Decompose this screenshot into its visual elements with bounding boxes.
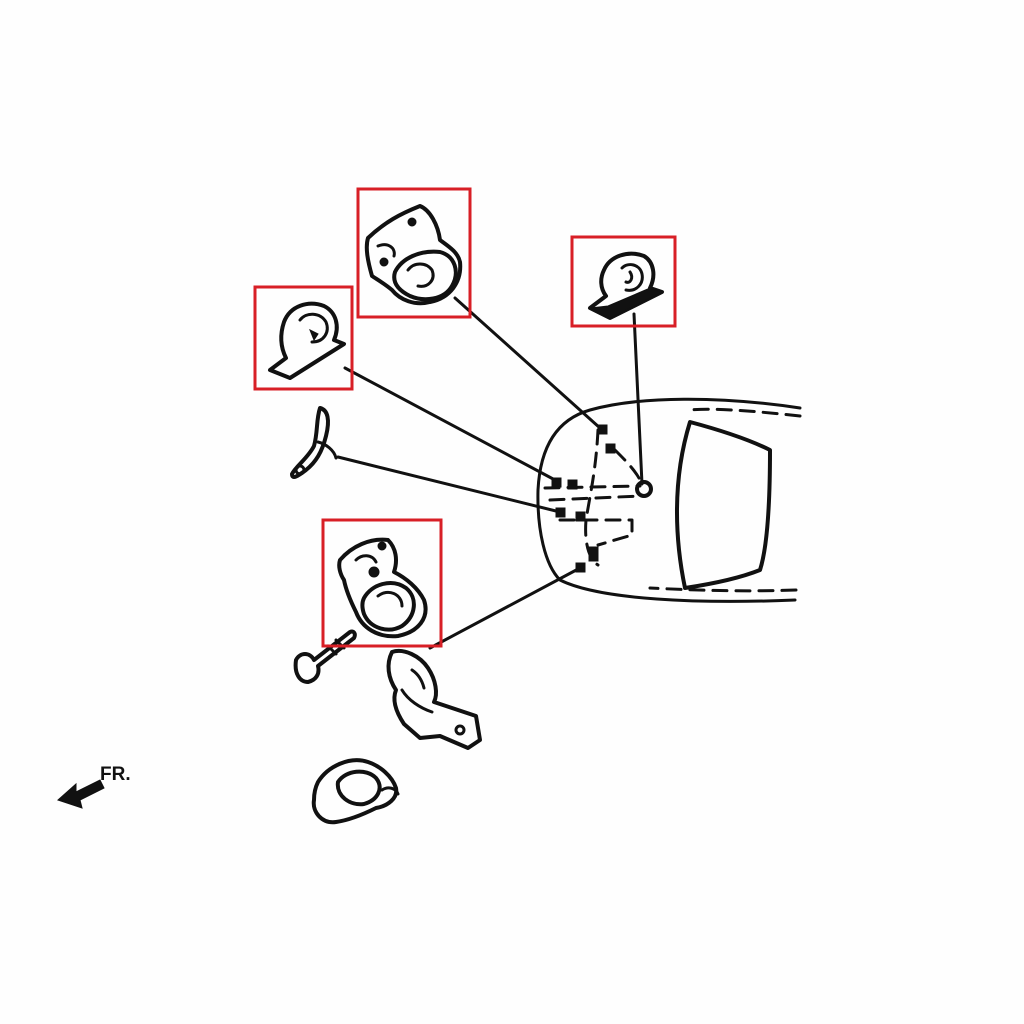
right-side-mount (588, 251, 664, 320)
leader-lines (336, 296, 644, 650)
left-side-mount (268, 301, 346, 380)
mount-point-left (551, 477, 562, 488)
front-direction-indicator: FR. (57, 764, 131, 809)
upper-engine-mount (364, 204, 463, 306)
mount-point-left-2 (567, 479, 578, 490)
rear-mount (311, 758, 400, 825)
engine-bay-outline (536, 397, 802, 603)
front-direction-label: FR. (100, 764, 131, 785)
lower-transmission-mount (337, 537, 428, 639)
lower-bracket (386, 649, 482, 750)
front-arrow-icon (57, 779, 105, 809)
mount-point-upper (597, 424, 608, 435)
highlight-lower-transmission-mount (321, 518, 443, 648)
highlight-boxes (253, 187, 677, 648)
mount-point-lower (588, 546, 599, 562)
highlight-right-side-mount (570, 235, 677, 328)
highlight-upper-engine-mount (356, 187, 472, 319)
mount-point-bracket-2 (575, 511, 586, 522)
highlight-left-side-mount (253, 285, 354, 391)
mount-bracket (290, 406, 338, 479)
mount-point-right (635, 480, 653, 498)
mount-point-upper-2 (605, 443, 616, 454)
through-bolt (293, 629, 357, 684)
engine-block (543, 428, 642, 567)
